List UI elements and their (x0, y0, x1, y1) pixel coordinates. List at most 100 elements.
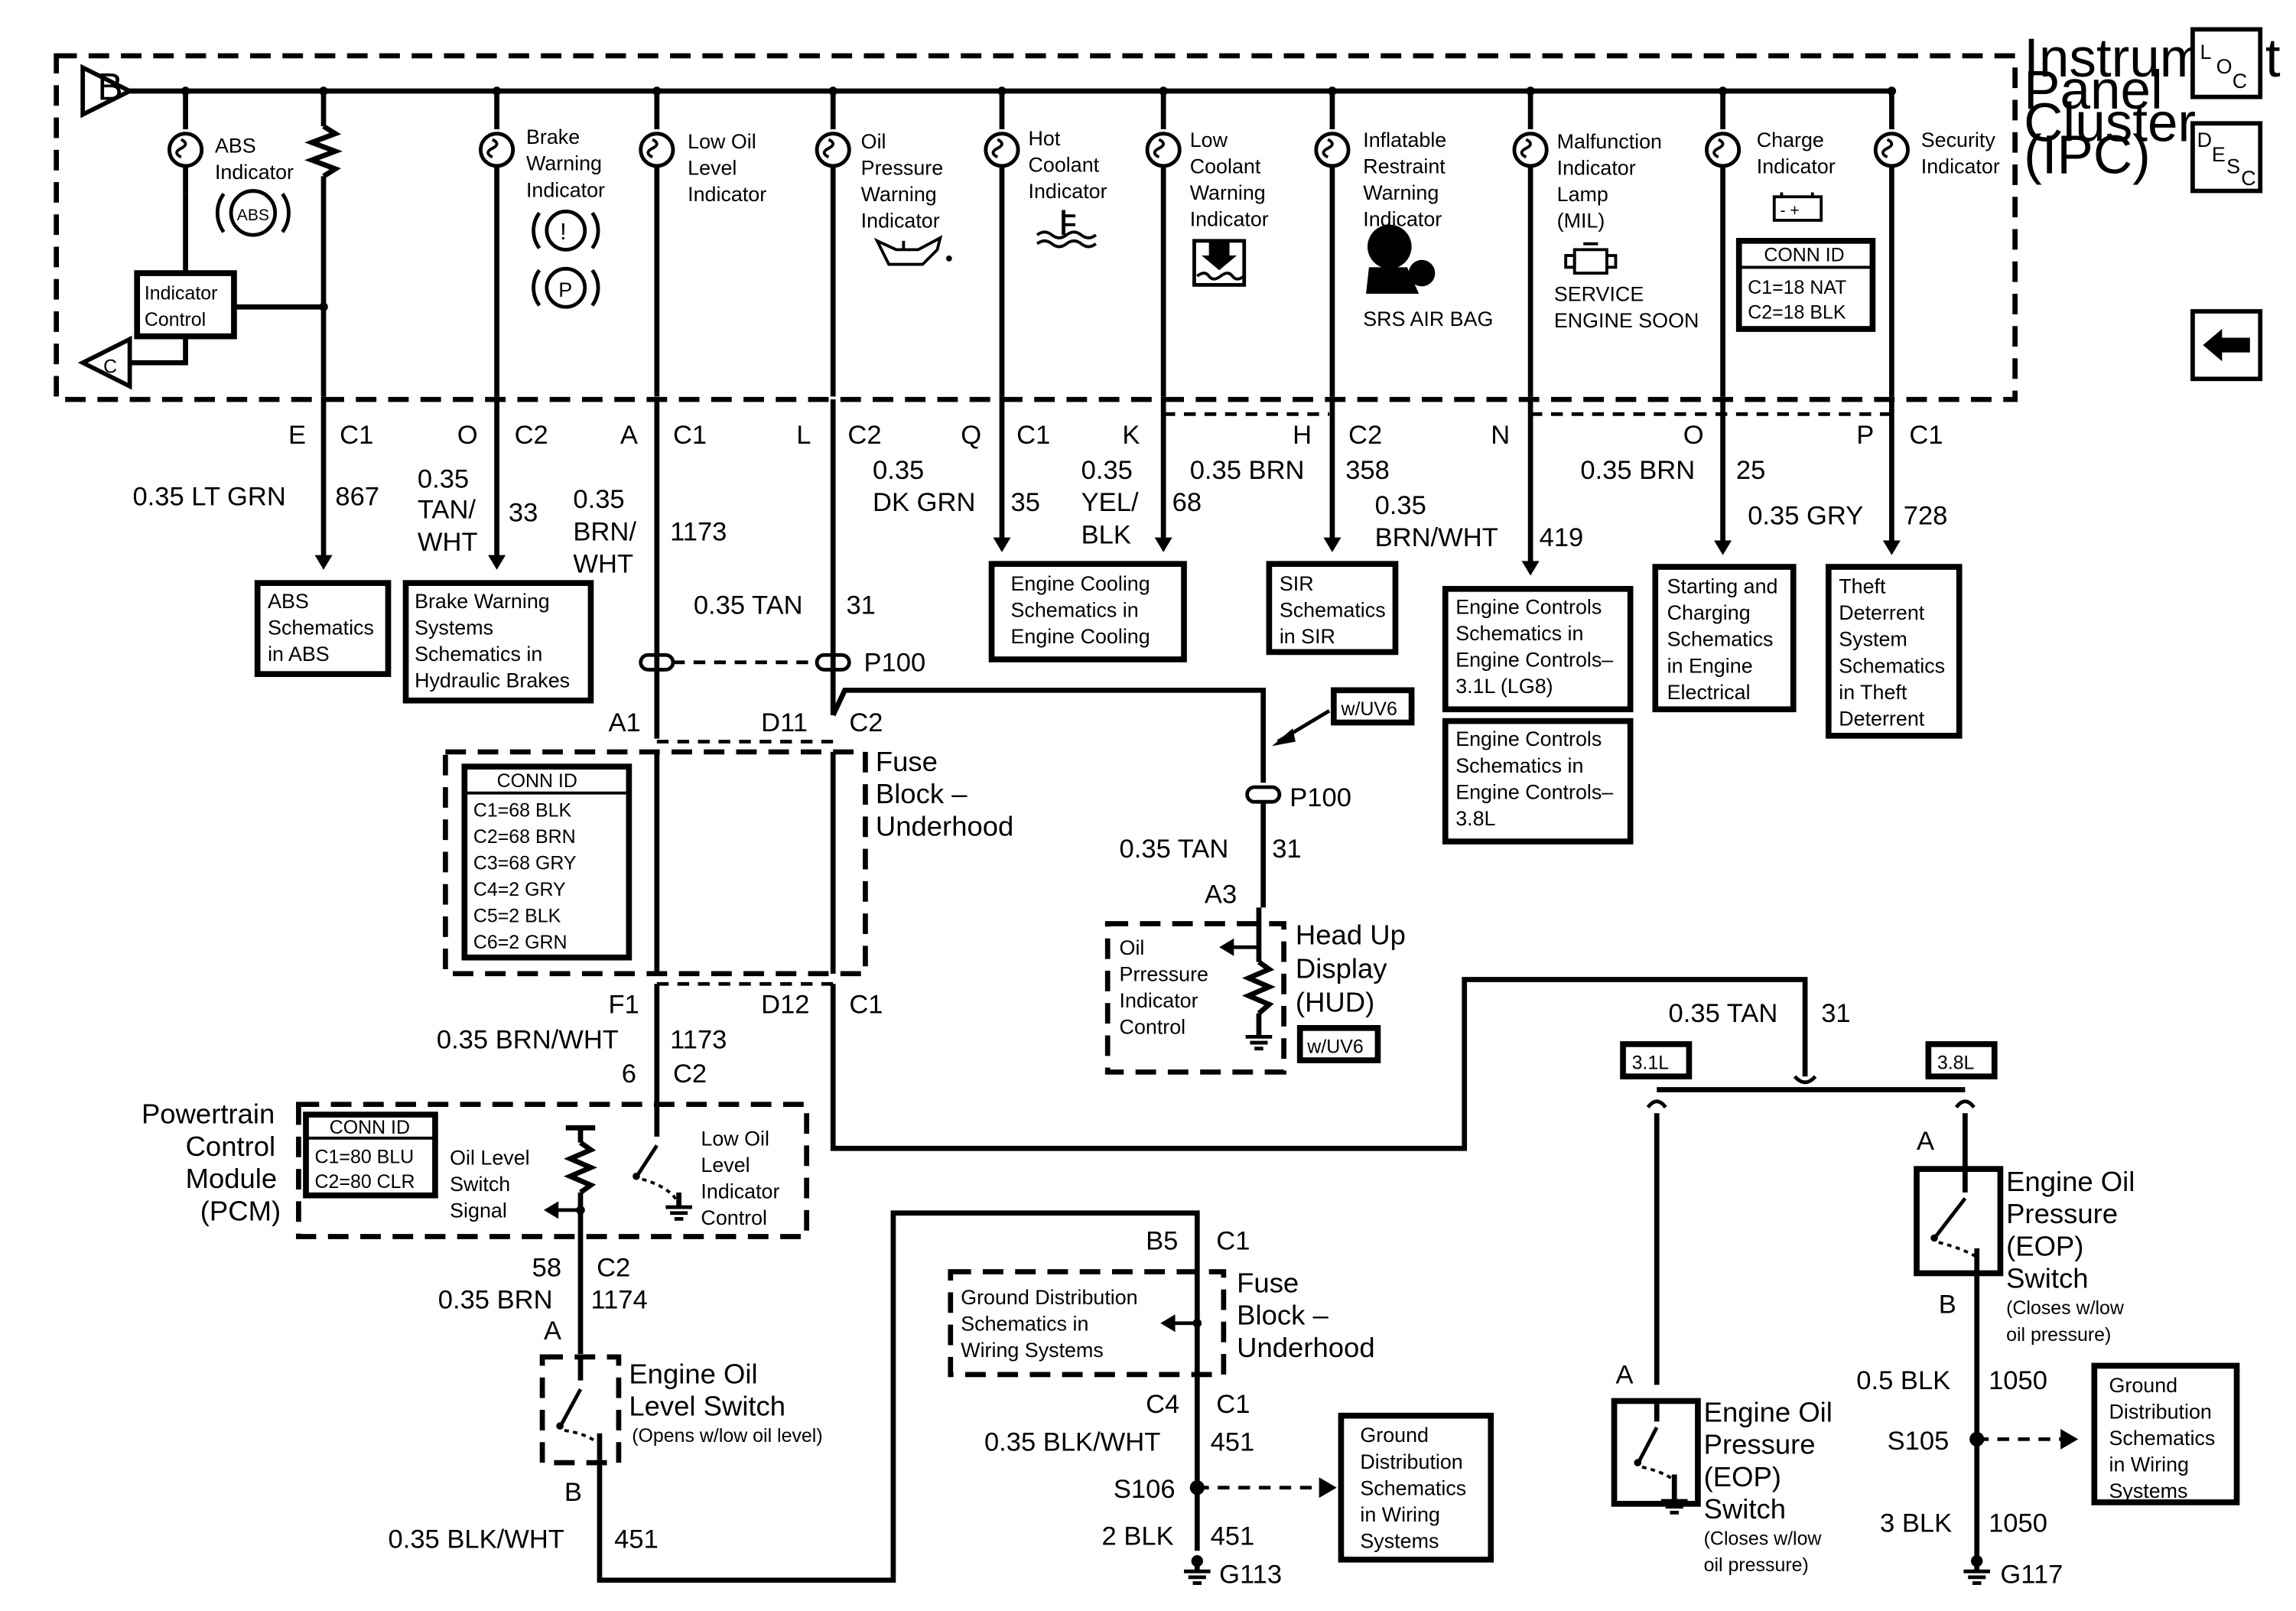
indicator-label: Indicator (1029, 180, 1107, 203)
svg-text:C1: C1 (673, 421, 707, 450)
svg-text:C2: C2 (673, 1059, 707, 1089)
svg-text:Module: Module (186, 1163, 278, 1194)
svg-text:C2=68 BRN: C2=68 BRN (473, 826, 576, 848)
indicator-label: ABS (215, 135, 256, 158)
indicator-label: Hot (1029, 127, 1061, 150)
svg-text:Pressure: Pressure (2006, 1198, 2118, 1229)
svg-text:in Wiring: in Wiring (2109, 1453, 2188, 1476)
wire-1173-lower: 0.35 BRN/WHT 1173 6 C2 (437, 984, 727, 1105)
svg-text:CONN ID: CONN ID (497, 770, 577, 792)
svg-text:BRN/: BRN/ (573, 517, 636, 546)
svg-text:Signal: Signal (450, 1199, 507, 1222)
svg-text:1050: 1050 (1989, 1508, 2047, 1538)
svg-text:33: 33 (509, 499, 538, 528)
loc-button[interactable]: L O C (2190, 27, 2263, 99)
ipc-title: Instrument Panel Cluster (IPC) (2024, 28, 2281, 186)
abs-resistor (304, 86, 343, 397)
svg-text:F1: F1 (608, 991, 639, 1020)
reference-arrowhead (1714, 540, 1732, 555)
indicator-label: Indicator (1557, 156, 1636, 179)
svg-text:Head Up: Head Up (1296, 919, 1406, 950)
svg-text:Underhood: Underhood (1237, 1332, 1374, 1363)
svg-text:!: ! (560, 218, 567, 245)
svg-text:Engine Cooling: Engine Cooling (1011, 572, 1150, 595)
svg-text:0.35 LT GRN: 0.35 LT GRN (132, 482, 285, 511)
svg-text:Deterrent: Deterrent (1839, 601, 1924, 624)
svg-text:Level: Level (701, 1154, 750, 1177)
svg-text:SRS AIR BAG: SRS AIR BAG (1363, 308, 1493, 330)
svg-text:BLK: BLK (1081, 520, 1131, 549)
svg-text:D12: D12 (761, 991, 809, 1020)
svg-text:P: P (558, 278, 572, 301)
svg-text:S106: S106 (1114, 1475, 1176, 1504)
indicator-label: Warning (1363, 181, 1439, 204)
svg-text:L: L (796, 421, 811, 450)
svg-text:C2=18 BLK: C2=18 BLK (1748, 302, 1846, 324)
svg-text:A: A (544, 1316, 561, 1346)
svg-text:CONN ID: CONN ID (330, 1117, 410, 1138)
indicator-label: Level (688, 156, 737, 179)
svg-text:Level Switch: Level Switch (629, 1391, 785, 1422)
svg-text:w/UV6: w/UV6 (1340, 698, 1397, 720)
svg-text:CONN ID: CONN ID (1764, 245, 1844, 266)
svg-text:1173: 1173 (670, 517, 727, 546)
svg-text:0.35 TAN: 0.35 TAN (694, 591, 803, 620)
svg-text:Fuse: Fuse (1237, 1267, 1299, 1298)
svg-text:BRN/WHT: BRN/WHT (1375, 523, 1498, 552)
svg-text:Pressure: Pressure (1704, 1429, 1816, 1460)
svg-text:P: P (1856, 421, 1874, 450)
hud-resistor (1219, 907, 1276, 1051)
indicator-bulb-icon (639, 132, 675, 168)
brake-reference-box[interactable]: Brake Warning Systems Schematics in Hydr… (402, 580, 594, 704)
indicator-label: Indicator (861, 210, 940, 233)
svg-text:58: 58 (532, 1253, 561, 1282)
svg-text:w/UV6: w/UV6 (1306, 1036, 1363, 1057)
svg-text:Distribution: Distribution (1360, 1450, 1462, 1473)
abs-reference-box[interactable]: ABS Schematics in ABS (254, 580, 392, 678)
charging-reference-box[interactable]: Starting and Charging Schematics in Engi… (1652, 564, 1797, 713)
pcm-internal-switch (633, 1104, 692, 1221)
oil-can-icon (873, 235, 952, 266)
svg-text:B: B (564, 1478, 582, 1507)
indicator-label: Low (1190, 129, 1228, 151)
svg-text:C1: C1 (340, 421, 373, 450)
engine-controls-31-reference-box[interactable]: Engine Controls Schematics in Engine Con… (1442, 585, 1634, 713)
svg-text:Indicator: Indicator (1120, 989, 1198, 1012)
svg-text:in SIR: in SIR (1280, 625, 1335, 648)
indicator-label: Indicator (1757, 155, 1836, 178)
sir-reference-box[interactable]: SIR Schematics in SIR (1266, 561, 1399, 656)
bulb-filament (991, 138, 1003, 159)
indicator-label: (MIL) (1557, 210, 1605, 233)
svg-text:728: 728 (1904, 501, 1948, 530)
desc-button[interactable]: D E S C (2190, 121, 2263, 194)
svg-text:451: 451 (614, 1525, 659, 1554)
ground-s106-reference-box[interactable]: Ground Distribution Schematics in Wiring… (1338, 1412, 1494, 1563)
svg-text:oil pressure): oil pressure) (1704, 1554, 1809, 1576)
svg-text:1174: 1174 (590, 1286, 647, 1315)
eop-31-switch (1611, 1398, 1701, 1515)
reference-arrowhead (314, 555, 333, 570)
svg-text:ABS: ABS (268, 590, 309, 613)
low-coolant-icon (1192, 239, 1247, 287)
cooling-reference-box[interactable]: Engine Cooling Schematics in Engine Cool… (988, 561, 1187, 662)
theft-reference-box[interactable]: Theft Deterrent System Schematics in The… (1825, 564, 1963, 739)
svg-text:1050: 1050 (1989, 1366, 2047, 1395)
svg-text:C4=2 GRY: C4=2 GRY (473, 879, 566, 900)
svg-text:451: 451 (1211, 1428, 1255, 1457)
back-arrow-icon[interactable] (2190, 309, 2263, 382)
svg-text:(IPC): (IPC) (2024, 125, 2151, 186)
airbag-person-icon: SRS AIR BAG (1363, 224, 1493, 330)
ground-s105-reference-box[interactable]: Ground Distribution Schematics in Wiring… (2091, 1362, 2240, 1505)
svg-text:Engine Controls: Engine Controls (1455, 595, 1602, 618)
svg-text:Schematics in: Schematics in (415, 643, 542, 666)
svg-text:A3: A3 (1205, 880, 1237, 910)
eop-31-title: Engine Oil Pressure (EOP) Switch (Closes… (1704, 1396, 1833, 1576)
svg-text:3.8L: 3.8L (1455, 807, 1495, 830)
svg-text:0.35 BRN/WHT: 0.35 BRN/WHT (437, 1026, 619, 1055)
svg-text:(PCM): (PCM) (200, 1195, 281, 1226)
svg-text:Starting and: Starting and (1667, 575, 1778, 598)
svg-text:in Wiring: in Wiring (1360, 1503, 1439, 1526)
indicator-bulb-icon (479, 132, 515, 168)
engine-controls-38-reference-box[interactable]: Engine Controls Schematics in Engine Con… (1442, 718, 1634, 845)
svg-text:Control: Control (186, 1131, 276, 1162)
